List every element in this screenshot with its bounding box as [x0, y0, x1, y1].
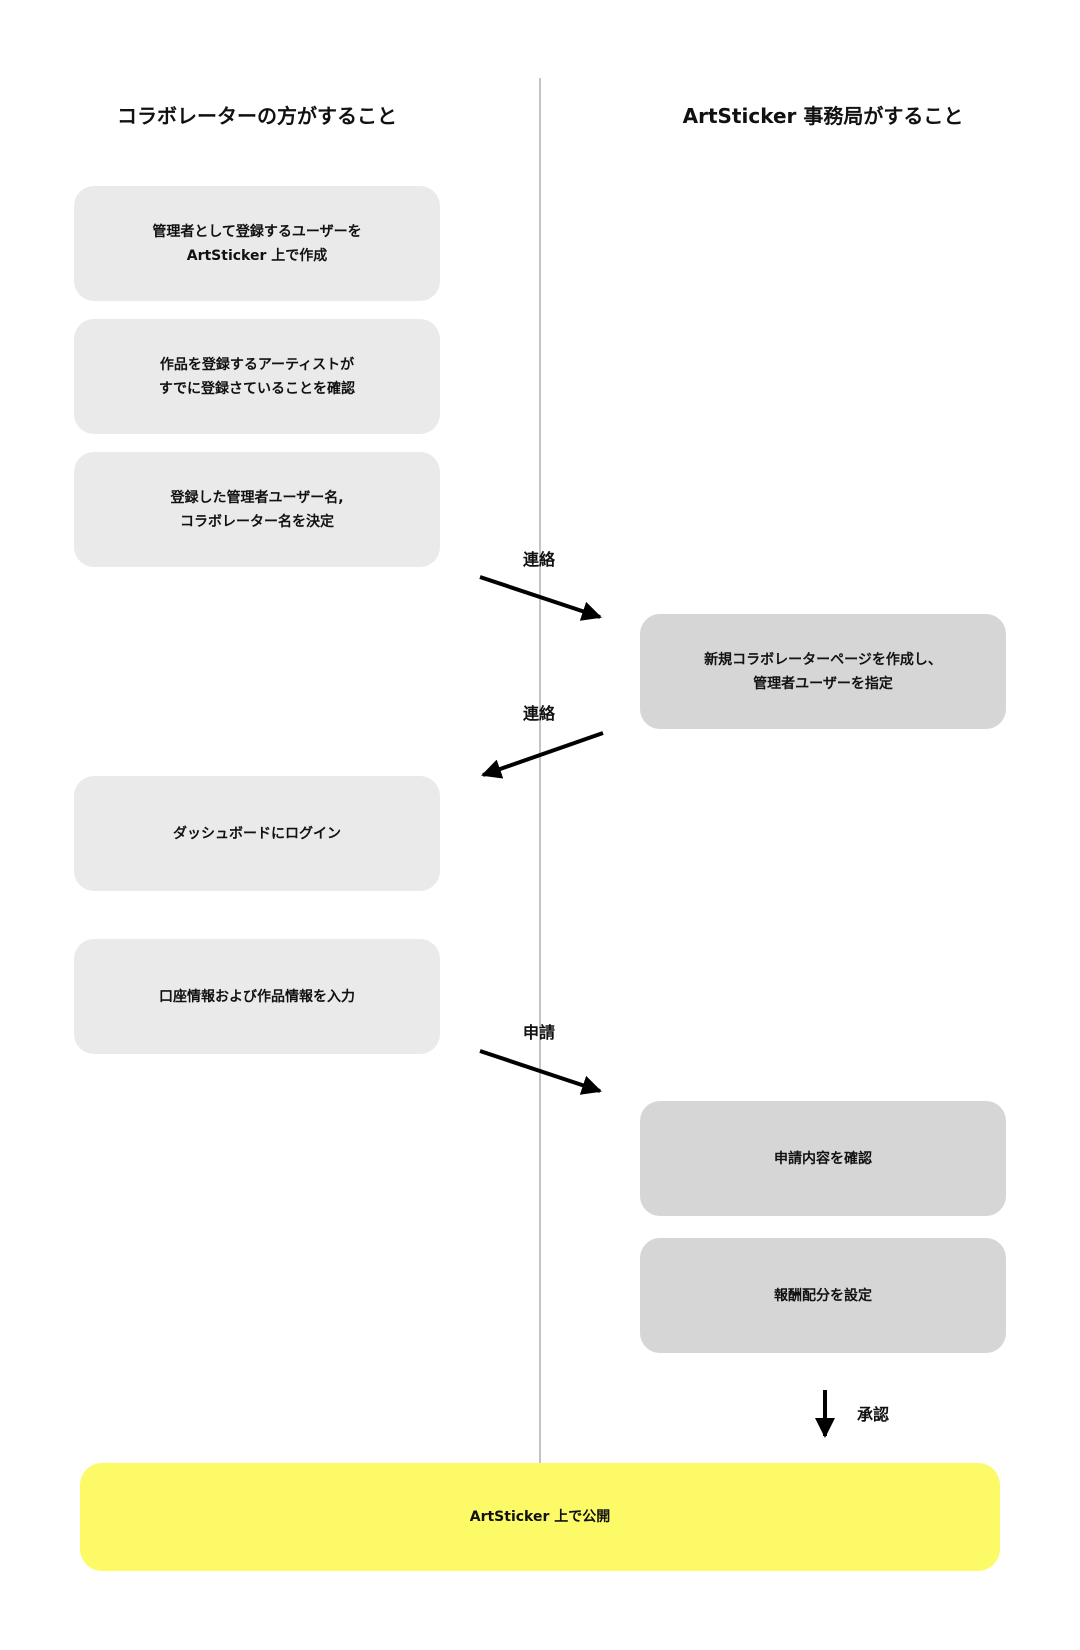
arrow-label-apply: 申請: [523, 1023, 556, 1042]
arrow-label-contact-2: 連絡: [523, 704, 556, 723]
arrow-contact-to-collaborator: [481, 731, 604, 779]
step-confirm-artists: 作品を登録するアーティストが すでに登録さていることを確認: [74, 319, 440, 434]
arrow-apply-to-office: [479, 1049, 602, 1095]
step-set-revenue-share: 報酬配分を設定: [640, 1238, 1006, 1353]
step-create-admin-user: 管理者として登録するユーザーを ArtSticker 上で作成: [74, 186, 440, 301]
arrow-label-approve: 承認: [857, 1405, 890, 1424]
step-publish-on-artsticker: ArtSticker 上で公開: [80, 1463, 1000, 1571]
step-check-application: 申請内容を確認: [640, 1101, 1006, 1216]
arrow-label-contact-1: 連絡: [523, 550, 556, 569]
office-column-heading: ArtSticker 事務局がすること: [682, 104, 964, 128]
step-create-collaborator-page: 新規コラボレーターページを作成し、 管理者ユーザーを指定: [640, 614, 1006, 729]
column-divider: [539, 78, 541, 1464]
step-dashboard-login: ダッシュボードにログイン: [74, 776, 440, 891]
collaborator-column-heading: コラボレーターの方がすること: [117, 104, 397, 128]
step-decide-names: 登録した管理者ユーザー名, コラボレーター名を決定: [74, 452, 440, 567]
arrow-contact-to-office: [479, 575, 602, 621]
step-input-account-and-work-info: 口座情報および作品情報を入力: [74, 939, 440, 1054]
